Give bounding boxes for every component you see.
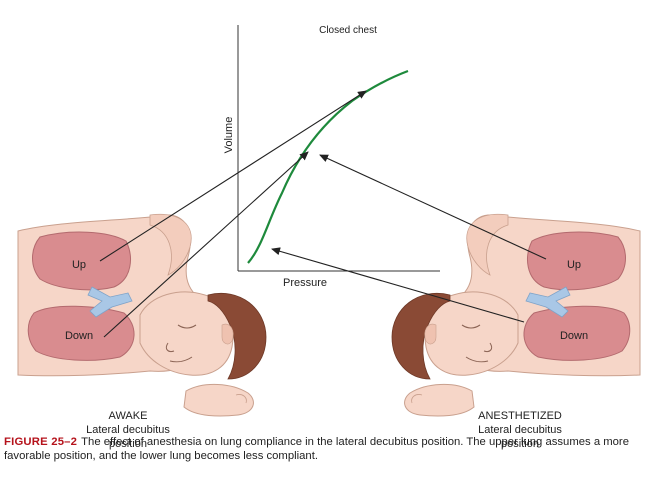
anesthetized-face: [424, 291, 519, 376]
awake-lower-lung: [27, 305, 135, 361]
awake-title: AWAKE: [109, 410, 148, 422]
awake-hair: [207, 293, 267, 380]
awake-up-label: Up: [72, 259, 86, 271]
awake-arm: [149, 213, 192, 276]
arrow-awake-up: [99, 90, 367, 262]
awake-down-label: Down: [65, 330, 93, 342]
y-axis-label: Volume: [223, 117, 235, 154]
anesthetized-subtitle-1: Lateral decubitus: [478, 424, 562, 436]
anesthetized-lower-lung: [523, 305, 631, 361]
awake-caption: AWAKE Lateral decubitus position: [86, 410, 170, 450]
anesthetized-caption: ANESTHETIZED Lateral decubitus position: [478, 410, 562, 450]
awake-subtitle-2: position: [109, 438, 147, 450]
awake-patient-illustration: Up Down: [17, 213, 267, 417]
graph-title: Closed chest: [319, 25, 377, 36]
figure-number: FIGURE 25–2: [4, 436, 78, 448]
caption-text: The effect of anesthesia on lung complia…: [4, 436, 629, 462]
awake-ear: [221, 323, 234, 345]
anesthetized-patient-illustration: [391, 213, 641, 417]
anesthetized-title: ANESTHETIZED: [478, 410, 562, 422]
awake-upper-lung: [32, 231, 131, 291]
arrows: [99, 90, 547, 338]
anesthetized-hair: [391, 293, 451, 380]
anesthetized-up-label: Up: [567, 259, 581, 271]
anesthetized-upper-lung: [527, 231, 626, 291]
arrow-anesthetized-down: [271, 247, 525, 323]
awake-bronchi: [87, 286, 133, 318]
compliance-graph: Closed chest Pressure Volume: [223, 25, 440, 289]
arrow-anesthetized-up: [319, 154, 547, 260]
anesthetized-hand: [404, 383, 475, 417]
awake-face: [139, 291, 234, 376]
x-axis-label: Pressure: [283, 277, 327, 289]
arrow-awake-down: [103, 151, 309, 338]
compliance-curve: [247, 69, 409, 264]
anesthetized-arm: [466, 213, 509, 276]
awake-subtitle-1: Lateral decubitus: [86, 424, 170, 436]
anesthetized-down-label: Down: [560, 330, 588, 342]
anesthetized-subtitle-2: position: [501, 438, 539, 450]
awake-hand: [183, 383, 254, 417]
anesthetized-bronchi: [525, 286, 571, 318]
